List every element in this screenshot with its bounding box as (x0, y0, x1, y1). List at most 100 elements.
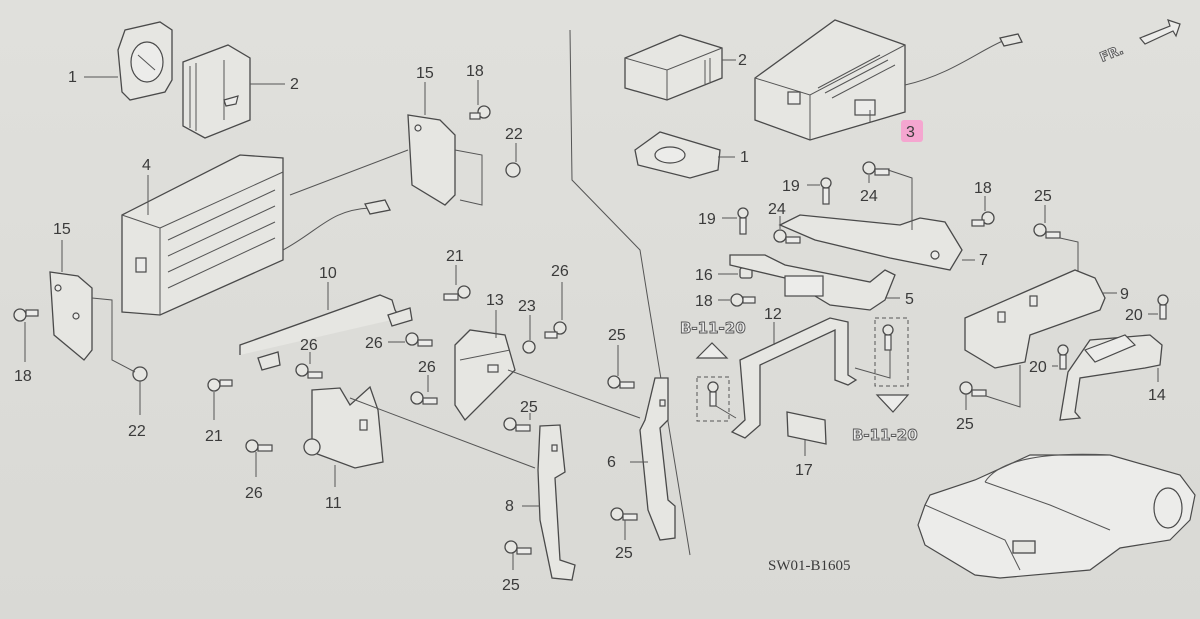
label-25-d: 25 (502, 577, 520, 594)
part-21-bolt-upper[interactable] (443, 285, 471, 301)
part-25-bolt-c[interactable] (610, 507, 638, 521)
label-25-right-b: 25 (956, 416, 974, 433)
label-24-a: 24 (860, 188, 878, 205)
part-13-bracket[interactable] (454, 329, 516, 422)
part-6-stay[interactable] (639, 377, 676, 541)
reference-b-11-20-upper[interactable]: B-11-20 (680, 319, 747, 338)
label-26-e: 26 (551, 263, 569, 280)
part-23-washer[interactable] (522, 340, 536, 354)
callout-box-left (696, 376, 730, 422)
label-15-upper: 15 (416, 65, 434, 82)
label-11: 11 (325, 495, 342, 512)
part-18-screw-right-b[interactable] (730, 293, 756, 307)
label-18-right-a: 18 (974, 180, 992, 197)
label-23: 23 (518, 298, 536, 315)
label-15-lower: 15 (53, 221, 71, 238)
part-1-plate-right[interactable] (634, 131, 721, 179)
part-24-bolt-a[interactable] (862, 161, 890, 176)
label-1-right: 1 (740, 149, 749, 166)
label-2-right: 2 (738, 52, 747, 69)
part-9-bracket[interactable] (964, 269, 1106, 369)
part-8-stay[interactable] (537, 424, 576, 581)
part-25-bolt-right-a[interactable] (1033, 223, 1061, 239)
part-25-bolt-a[interactable] (607, 375, 635, 389)
label-25-right-a: 25 (1034, 188, 1052, 205)
callout-bolt-right (882, 324, 894, 351)
part-1-bracket[interactable] (117, 21, 173, 101)
part-4-control-unit[interactable] (121, 154, 284, 316)
part-18-screw-lower[interactable] (13, 308, 39, 322)
part-17-pad[interactable] (786, 411, 827, 445)
label-18-lower: 18 (14, 368, 32, 385)
label-5: 5 (905, 291, 914, 308)
part-26-bolt-d[interactable] (245, 439, 273, 453)
part-26-bolt-c[interactable] (410, 391, 438, 405)
label-18-right-b: 18 (695, 293, 713, 310)
label-25-c: 25 (615, 545, 633, 562)
label-8: 8 (505, 498, 514, 515)
label-7: 7 (979, 252, 988, 269)
part-18-screw-right-a[interactable] (971, 211, 995, 227)
label-20-b: 20 (1029, 359, 1047, 376)
label-25-a: 25 (608, 327, 626, 344)
part-10-rod[interactable] (239, 294, 413, 371)
highlight-part-3 (901, 120, 923, 142)
label-19-b: 19 (698, 211, 716, 228)
label-17: 17 (795, 462, 813, 479)
label-26-c: 26 (418, 359, 436, 376)
front-direction-indicator: FR. (1097, 19, 1181, 66)
label-25-b: 25 (520, 399, 538, 416)
label-10: 10 (319, 265, 337, 282)
part-2-module-right[interactable] (624, 34, 723, 101)
part-26-bolt-e[interactable] (544, 321, 567, 339)
part-22-nut-lower[interactable] (132, 366, 148, 382)
part-22-nut-upper[interactable] (505, 162, 521, 178)
part-20-bolt-b[interactable] (1057, 344, 1069, 370)
label-22-upper: 22 (505, 126, 523, 143)
part-12-stay[interactable] (730, 317, 858, 439)
callout-box-right (874, 317, 909, 387)
part-24-bolt-b[interactable] (773, 229, 801, 244)
part-15-bracket-upper[interactable] (407, 114, 456, 206)
part-14-stay[interactable] (1059, 334, 1163, 421)
label-4: 4 (142, 157, 151, 174)
part-7-bracket[interactable] (778, 214, 963, 271)
part-25-bolt-right-b[interactable] (959, 381, 987, 397)
cable (282, 207, 371, 251)
label-26-b: 26 (365, 335, 383, 352)
arrow-down-icon (875, 394, 910, 413)
part-25-bolt-d[interactable] (504, 540, 532, 555)
fr-label: FR. (1098, 43, 1126, 66)
part-19-screw-b[interactable] (737, 207, 749, 235)
cable-right (904, 39, 1006, 86)
label-20-a: 20 (1125, 307, 1143, 324)
part-19-screw-a[interactable] (820, 177, 832, 205)
arrow-up-icon (695, 342, 729, 359)
part-26-bolt-b[interactable] (405, 332, 433, 347)
label-16: 16 (695, 267, 713, 284)
vehicle-silhouette (917, 453, 1196, 579)
label-26-d: 26 (245, 485, 263, 502)
part-21-bolt-lower[interactable] (207, 378, 233, 392)
label-14: 14 (1148, 387, 1166, 404)
part-5-bracket[interactable] (729, 254, 896, 311)
part-20-bolt-a[interactable] (1157, 294, 1169, 320)
part-3-main-unit[interactable] (754, 19, 906, 141)
label-3: 3 (906, 124, 915, 141)
label-24-b: 24 (768, 201, 786, 218)
label-9: 9 (1120, 286, 1129, 303)
reference-b-11-20-lower[interactable]: B-11-20 (852, 426, 919, 445)
label-13: 13 (486, 292, 504, 309)
diagram-code: SW01-B1605 (768, 558, 851, 574)
part-2-module[interactable] (182, 44, 251, 139)
part-25-bolt-b[interactable] (503, 417, 531, 432)
label-21-lower: 21 (205, 428, 223, 445)
part-15-bracket-lower[interactable] (49, 271, 93, 361)
section-divider (569, 29, 691, 556)
part-18-screw-upper[interactable] (469, 105, 491, 120)
part-26-bolt-a[interactable] (295, 363, 323, 379)
label-1: 1 (68, 69, 77, 86)
part-11-bracket[interactable] (303, 385, 384, 469)
label-22-lower: 22 (128, 423, 146, 440)
